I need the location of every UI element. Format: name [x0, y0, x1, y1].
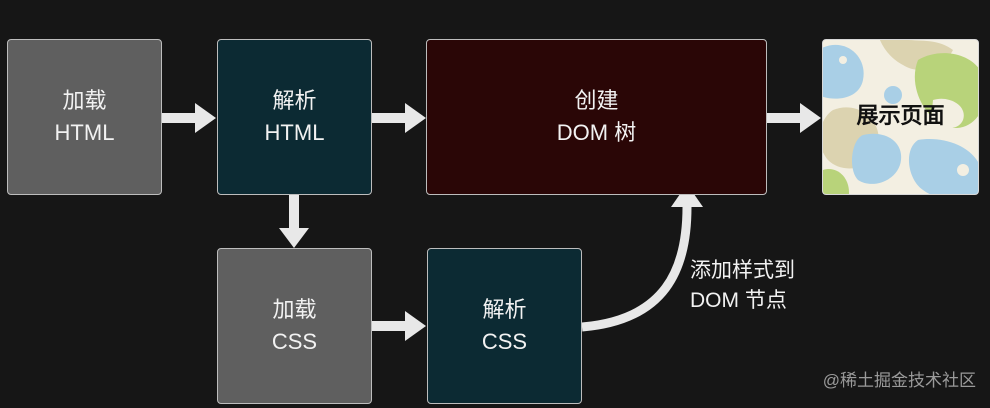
- arrow-parse-css-to-build-dom-head: [671, 184, 703, 207]
- node-load-html: 加载 HTML: [7, 39, 162, 195]
- page-pattern-image: [823, 40, 978, 194]
- node-load-html-line2: HTML: [54, 120, 115, 145]
- arrow-build-dom-to-page: [767, 103, 821, 133]
- node-parse-css: 解析 CSS: [427, 248, 582, 404]
- edge-label-line2: DOM 节点: [690, 289, 787, 312]
- node-load-css-line1: 加载: [272, 297, 317, 322]
- arrow-parse-html-to-load-css: [279, 195, 309, 248]
- node-load-css-line2: CSS: [271, 329, 318, 354]
- node-parse-html-line1: 解析: [272, 88, 317, 113]
- arrow-parse-css-to-build-dom: [581, 206, 692, 332]
- arrow-load-html-to-parse-html: [162, 103, 216, 133]
- node-parse-html-line2: HTML: [264, 120, 325, 145]
- node-load-html-line1: 加载: [62, 88, 107, 113]
- edge-label-add-styles: 添加样式到 DOM 节点: [690, 256, 820, 316]
- edge-label-line1: 添加样式到: [690, 259, 795, 282]
- node-parse-css-line1: 解析: [482, 297, 527, 322]
- node-build-dom-line2: DOM 树: [556, 120, 637, 145]
- arrow-parse-html-to-build-dom: [372, 103, 426, 133]
- node-parse-html: 解析 HTML: [217, 39, 372, 195]
- node-parse-css-line2: CSS: [481, 329, 528, 354]
- node-display-page: 展示页面: [822, 39, 979, 195]
- source-credit: @稀土掘金技术社区: [822, 371, 976, 390]
- node-build-dom-line1: 创建: [574, 88, 619, 113]
- node-load-css: 加载 CSS: [217, 248, 372, 404]
- arrow-load-css-to-parse-css: [372, 311, 426, 341]
- node-display-page-label: 展示页面: [856, 103, 945, 128]
- node-build-dom: 创建 DOM 树: [426, 39, 767, 195]
